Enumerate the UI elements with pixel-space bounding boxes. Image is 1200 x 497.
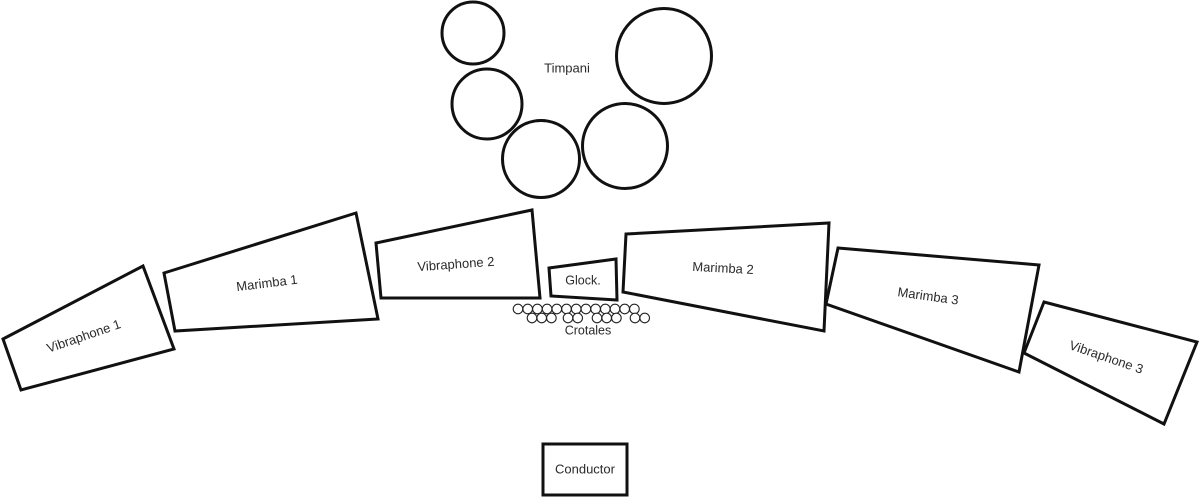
instrument-marimba-3: Marimba 3 [824,246,1041,374]
crotale-disc [526,312,538,324]
crotales-label: Crotales [565,323,612,337]
instrument-marimba-2: Marimba 2 [621,221,831,333]
crotale-disc [619,303,631,315]
crotale-disc [532,303,543,315]
crotale-disc [512,303,524,315]
instrument-glockenspiel: Glock. [547,257,619,302]
vibraphone-3-shape [1022,300,1200,427]
crotales-group [512,303,651,324]
crotale-disc [629,312,641,324]
instrument-vibraphone-3: Vibraphone 3 [1022,300,1200,427]
crotale-disc [572,312,584,324]
crotale-disc [536,312,548,324]
conductor: Conductor [541,442,629,497]
instrument-vibraphone-2: Vibraphone 2 [374,208,542,300]
vibraphone-2-label: Vibraphone 2 [417,254,495,274]
crotale-disc [601,312,613,324]
timpani-label: Timpani [544,60,590,75]
crotale-disc [580,303,592,315]
instrument-vibraphone-1: Vibraphone 1 [1,263,176,392]
marimba-1-shape [162,211,380,333]
glockenspiel-label: Glock. [565,273,600,287]
crotale-disc [551,303,563,315]
conductor-box [541,442,629,497]
crotale-disc [570,303,582,315]
crotale-disc [561,303,572,315]
vibraphone-2-shape [374,208,542,300]
marimba-3-shape [824,246,1041,374]
crotale-disc [522,303,534,315]
crotale-disc [562,312,574,324]
conductor-label: Conductor [555,461,616,476]
crotale-disc [590,303,601,315]
crotale-disc [629,303,640,315]
timpani-drum [581,102,669,190]
timpani-drum [440,0,506,66]
marimba-2-label: Marimba 2 [692,259,754,277]
crotale-disc [639,312,651,324]
crotale-disc [599,303,611,315]
timpani-drum [450,67,524,141]
timpani-drum [501,119,581,199]
crotale-disc [611,312,622,324]
crotale-disc [609,303,621,315]
crotale-disc [591,312,603,324]
glockenspiel-shape [547,257,619,302]
timpani-drum [615,7,713,105]
timpani-group: Timpani [440,0,713,199]
crotale-disc [546,312,557,324]
marimba-2-shape [621,221,831,333]
crotale-disc [541,303,553,315]
instrument-marimba-1: Marimba 1 [162,211,380,333]
marimba-1-label: Marimba 1 [235,272,298,294]
vibraphone-1-shape [1,263,176,392]
